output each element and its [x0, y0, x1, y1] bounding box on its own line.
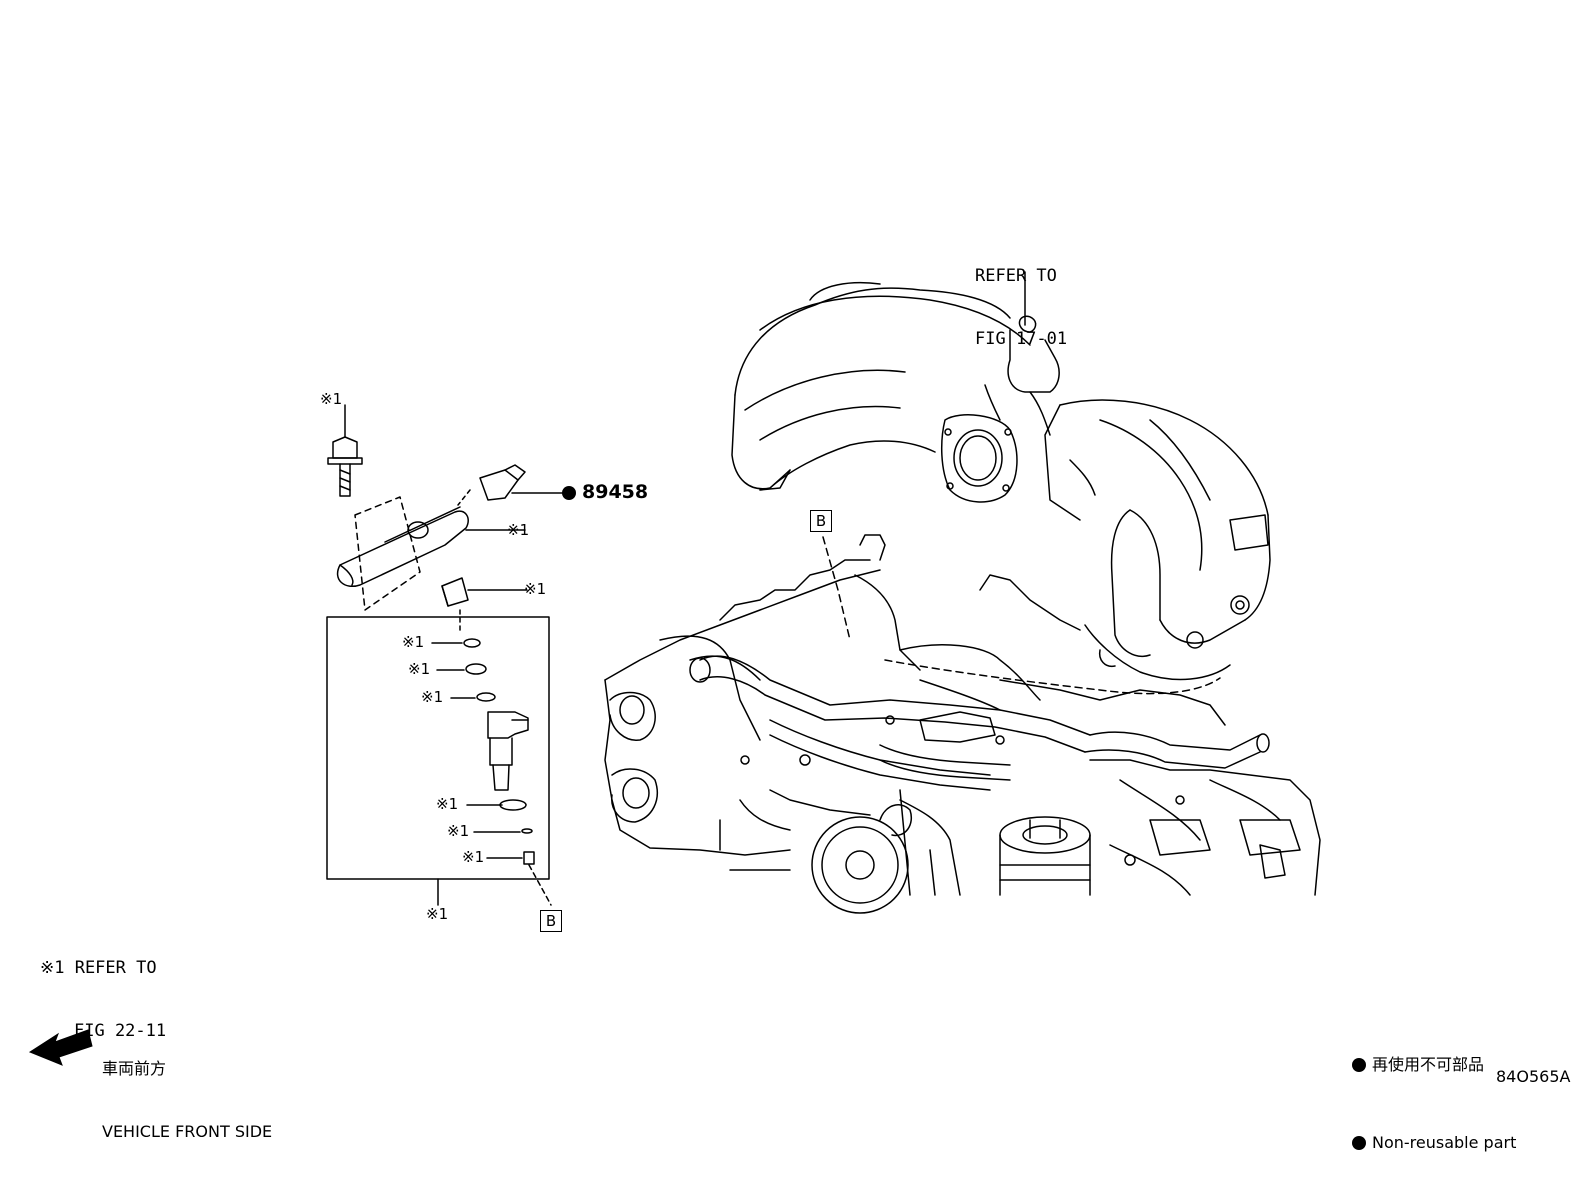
ref-mark-bolt: ※1: [320, 390, 343, 408]
note-line-2: FIG 22-11: [74, 1021, 167, 1041]
ref-b-dashed-line: [822, 536, 851, 641]
part-number-text: 89458: [582, 481, 649, 503]
ref-mark-clamp: ※1: [524, 580, 547, 598]
exploded-parts-diagram: [28, 271, 1321, 1066]
refer-line-2: FIG 17-01: [975, 329, 1068, 349]
front-direction-arrow: [28, 1029, 93, 1066]
part-number-89458: 89458: [562, 481, 648, 503]
ref-mark-seal-4: ※1: [436, 795, 459, 813]
legend-en: Non-reusable part: [1372, 1133, 1517, 1152]
ref-box-b-upper: B: [810, 510, 832, 532]
intake-manifold: [731, 281, 1271, 681]
non-reusable-dot-icon: [562, 486, 576, 500]
legend-jp: 再使用不可部品: [1372, 1055, 1485, 1074]
ref-box-b-lower: B: [540, 910, 562, 932]
vehicle-front-side-label: 車両前方 VEHICLE FRONT SIDE: [102, 1016, 272, 1163]
ref-mark-seal-6: ※1: [462, 848, 485, 866]
refer-fig-17-01: REFER TO FIG 17-01: [975, 224, 1067, 371]
ref-mark-seal-1: ※1: [402, 633, 425, 651]
figure-id: 84O565A: [1496, 1067, 1571, 1086]
ref-mark-seal-5: ※1: [447, 822, 470, 840]
legend-en-row: Non-reusable part: [1352, 1130, 1516, 1156]
ref-mark-injector-set: ※1: [426, 905, 449, 923]
legend-dot-icon: [1352, 1058, 1366, 1072]
ref-mark-seal-3: ※1: [421, 688, 444, 706]
injector-parts: [326, 404, 563, 906]
ref-mark-seal-2: ※1: [408, 660, 431, 678]
engine-block: [604, 534, 1321, 914]
direction-jp: 車両前方: [102, 1059, 167, 1078]
ref-mark-rail: ※1: [507, 521, 530, 539]
legend-dot-icon: [1352, 1136, 1366, 1150]
legend: 再使用不可部品 Non-reusable part: [1352, 1000, 1516, 1182]
refer-line-1: REFER TO: [975, 266, 1057, 286]
note-refer-fig-22-11: ※1 REFER TO FIG 22-11: [40, 916, 166, 1063]
note-line-1: ※1 REFER TO: [40, 958, 157, 978]
direction-en: VEHICLE FRONT SIDE: [102, 1122, 273, 1141]
legend-jp-row: 再使用不可部品: [1352, 1052, 1516, 1078]
